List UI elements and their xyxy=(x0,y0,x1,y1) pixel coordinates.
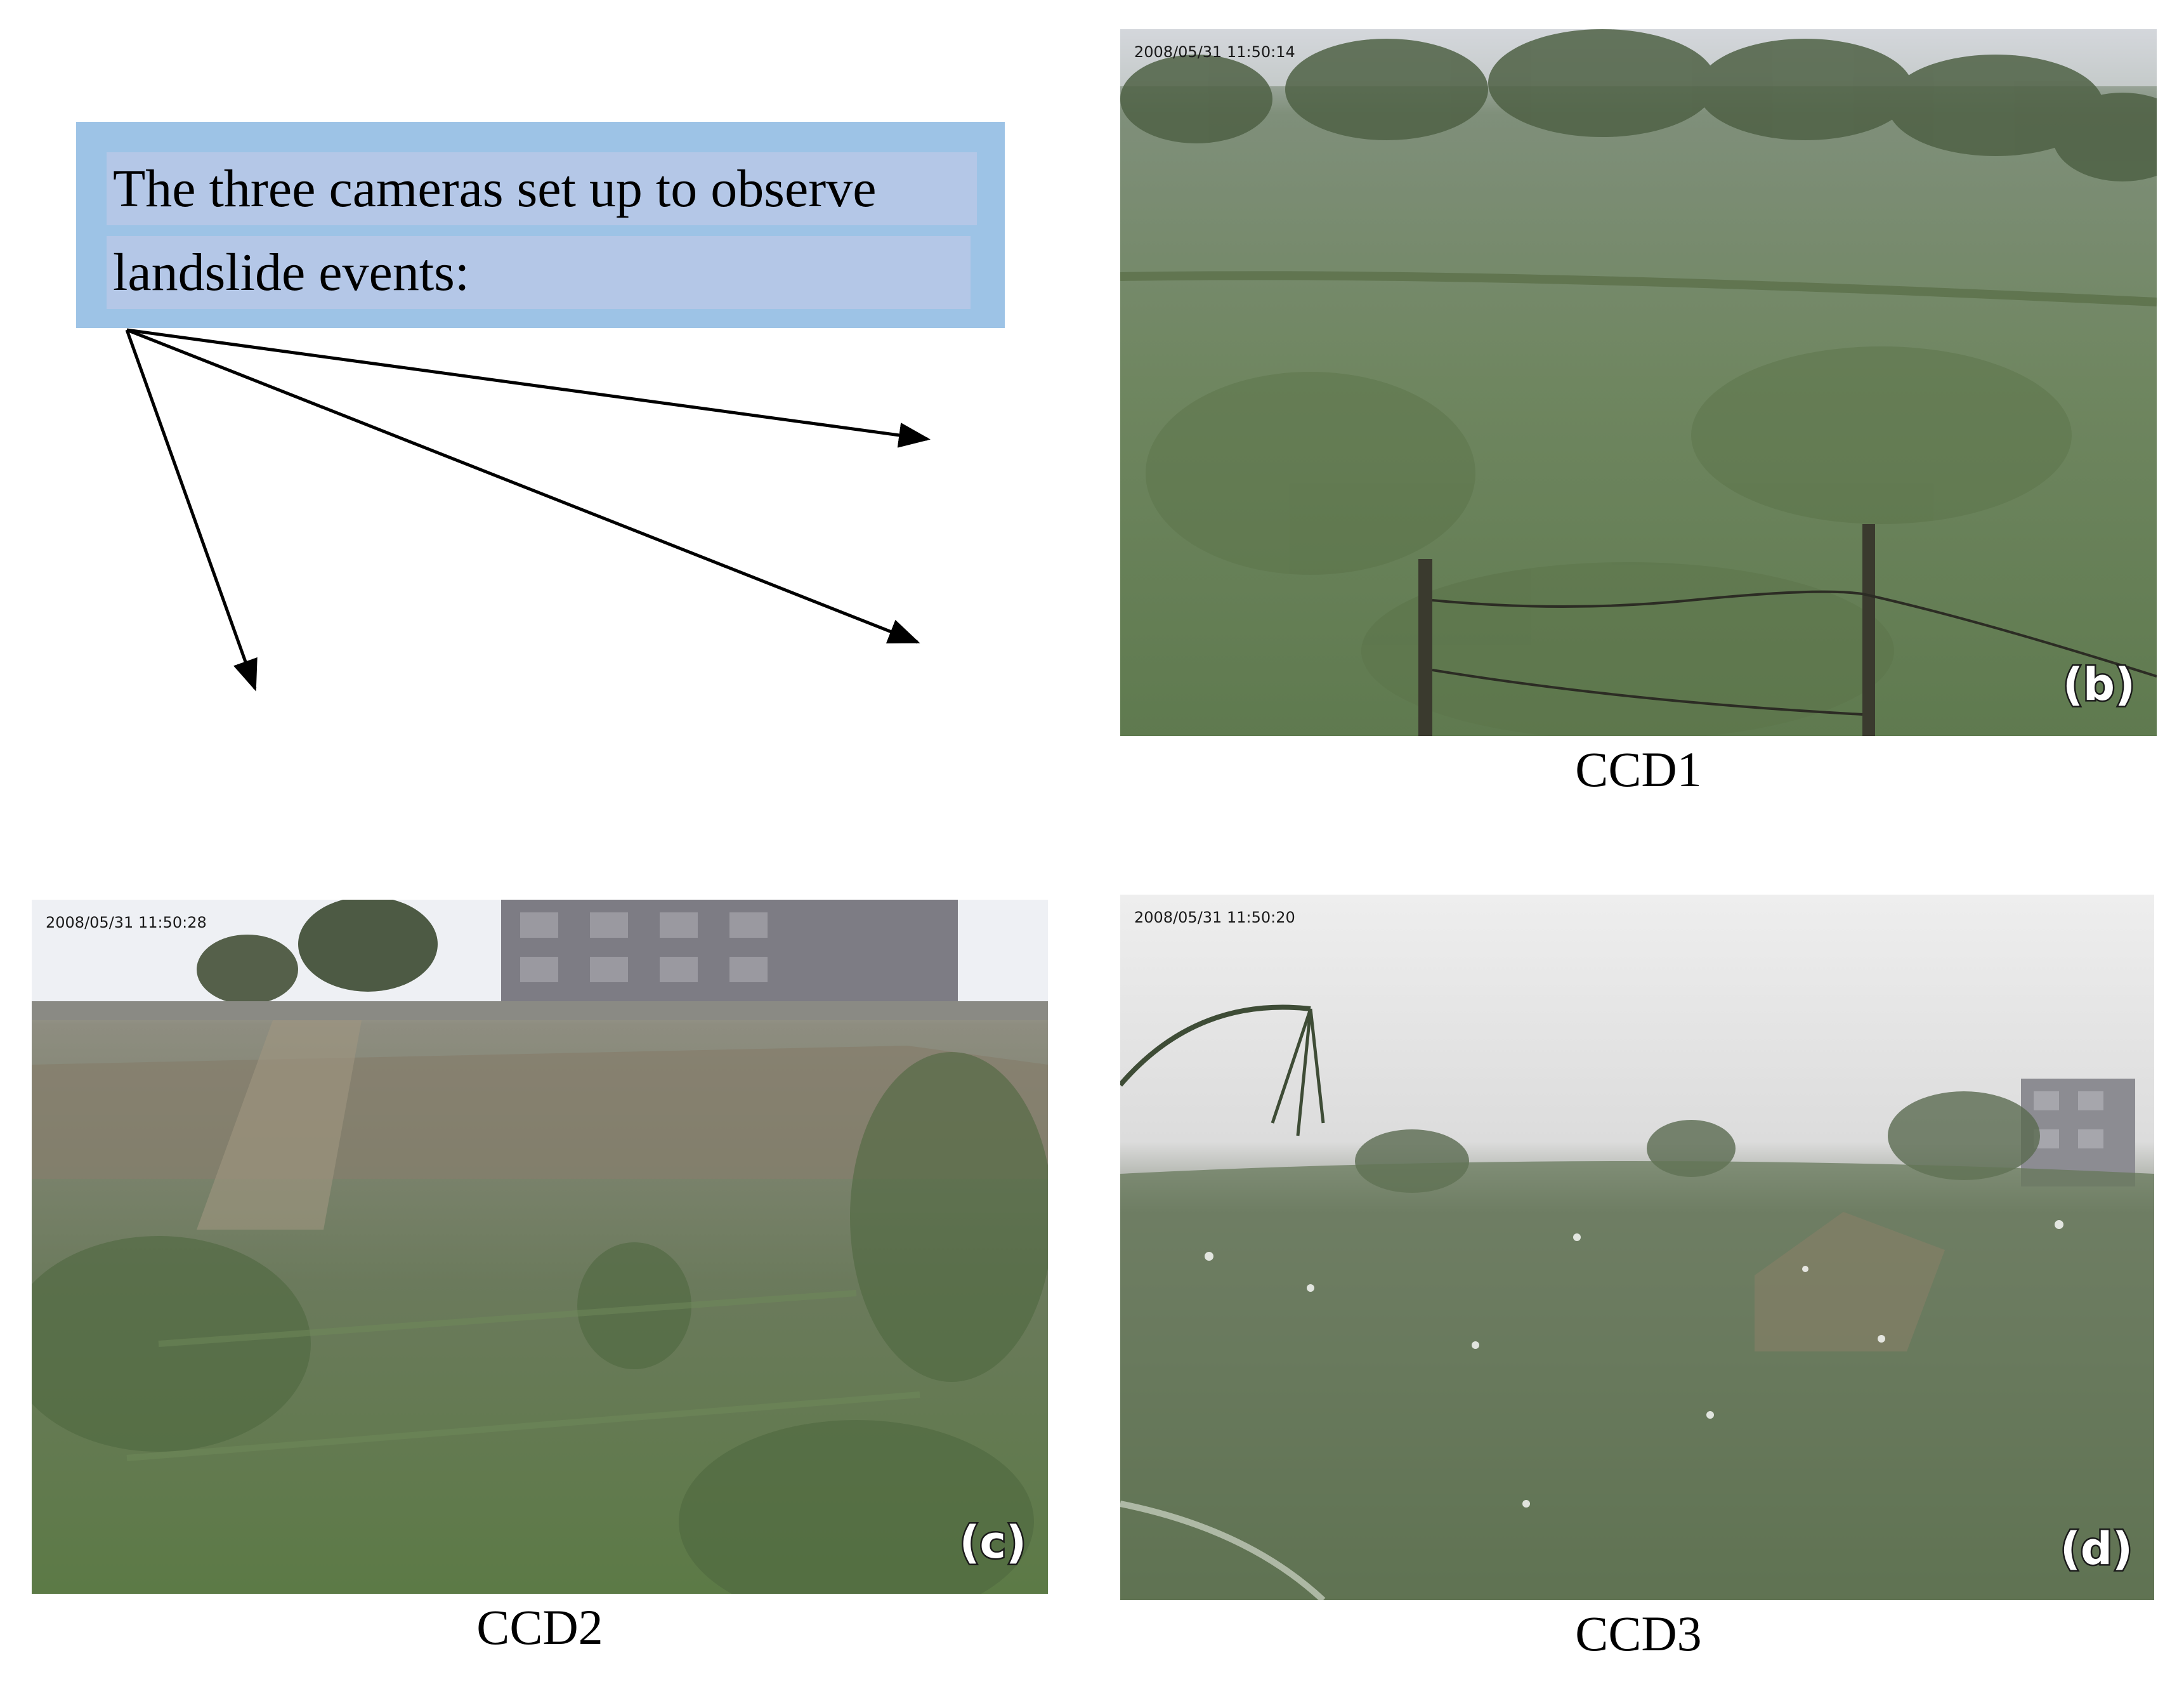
arrow-to-ccd2 xyxy=(125,329,258,692)
caption-ccd3: CCD3 xyxy=(1575,1606,1702,1661)
hillside-scene-ccd1 xyxy=(1120,29,2157,736)
valley-scene-ccd3 xyxy=(1120,895,2154,1600)
caption-ccd2: CCD2 xyxy=(476,1600,603,1655)
camera-photo-ccd3: 2008/05/31 11:50:20 (d) xyxy=(1120,895,2154,1600)
caption-ccd1: CCD1 xyxy=(1575,742,1702,797)
callout-line-2: landslide events: xyxy=(107,236,971,309)
camera-photo-ccd2: 2008/05/31 11:50:28 (c) xyxy=(32,900,1048,1594)
slope-scene-ccd2 xyxy=(32,900,1048,1594)
panel-label-d: (d) xyxy=(2058,1521,2134,1577)
timestamp-ccd3: 2008/05/31 11:50:20 xyxy=(1134,909,1295,926)
camera-photo-ccd1: 2008/05/31 11:50:14 (b) xyxy=(1120,29,2157,736)
callout-line-1: The three cameras set up to observe xyxy=(107,152,977,225)
callout-box: The three cameras set up to observe land… xyxy=(76,122,1005,328)
panel-label-c: (c) xyxy=(958,1515,1028,1570)
panel-label-b: (b) xyxy=(2061,657,2136,713)
timestamp-ccd1: 2008/05/31 11:50:14 xyxy=(1134,43,1295,61)
arrow-to-ccd1 xyxy=(126,328,931,448)
timestamp-ccd2: 2008/05/31 11:50:28 xyxy=(46,914,207,931)
arrow-to-ccd3 xyxy=(126,328,920,644)
